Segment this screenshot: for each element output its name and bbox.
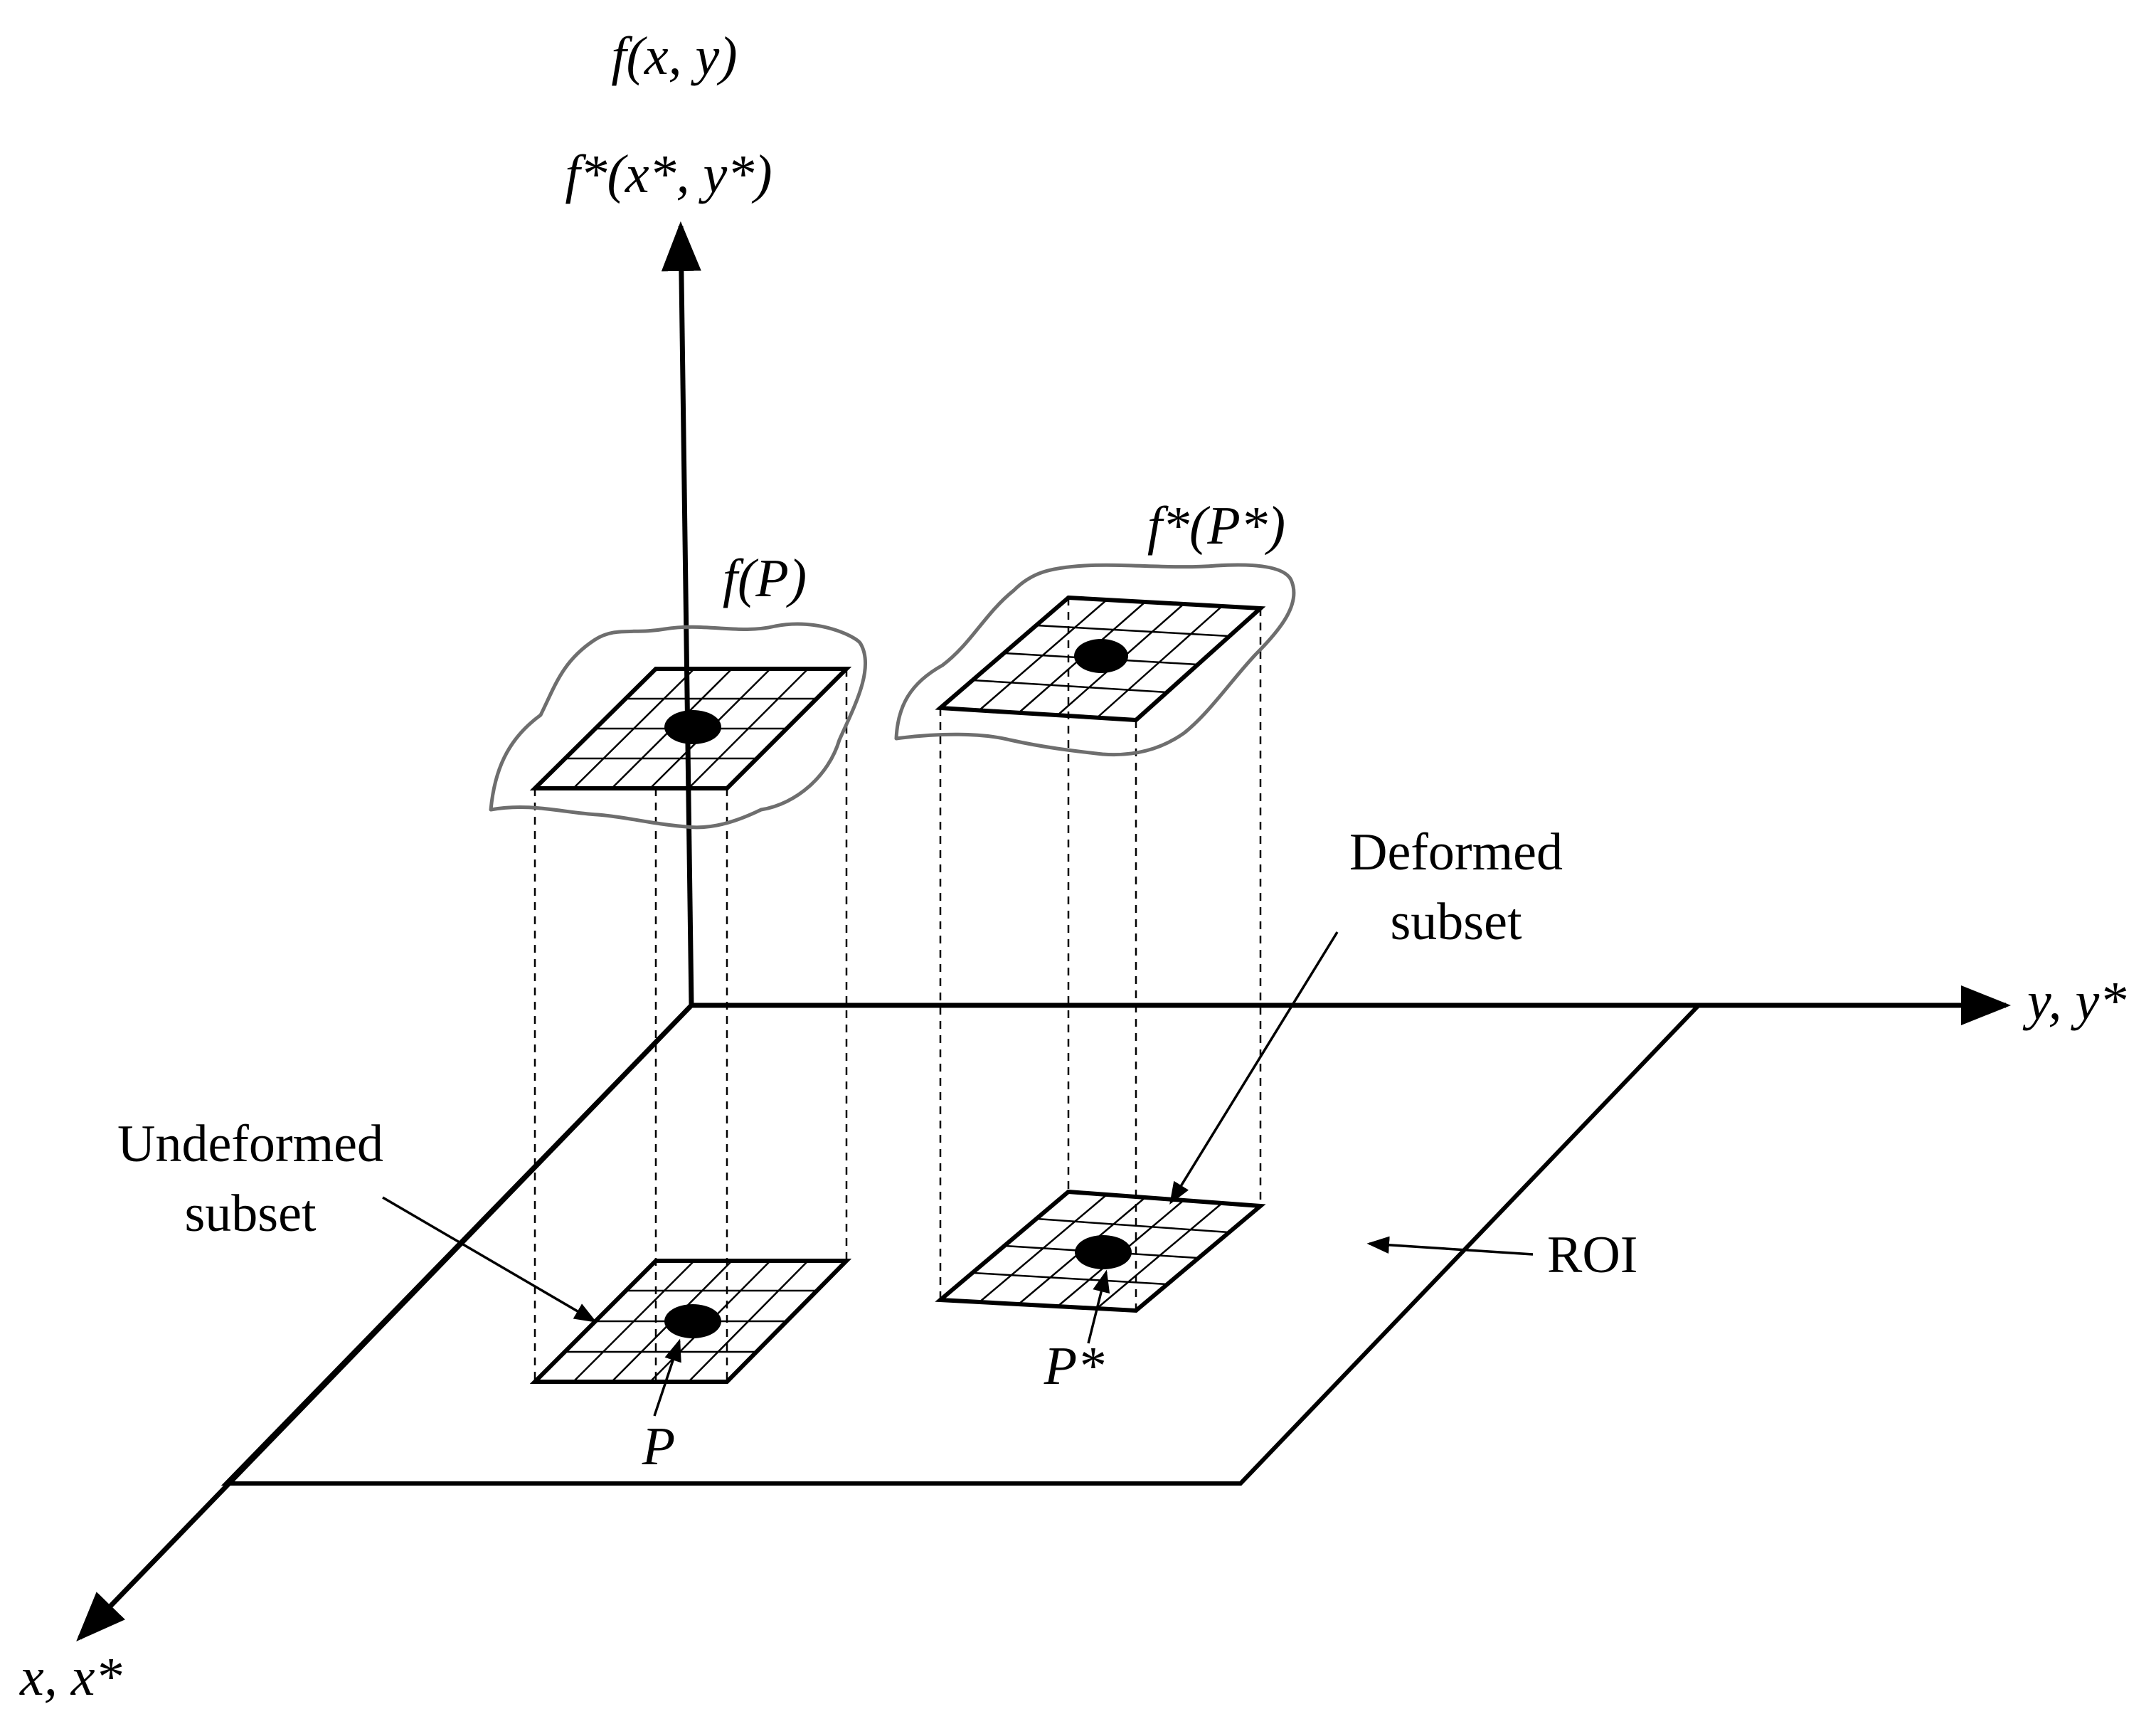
point-p-star-dot <box>1075 1235 1132 1269</box>
deformed-intensity-outline <box>894 563 1296 757</box>
lower-deformed-subset <box>935 1189 1266 1313</box>
z-axis-label-undeformed: f(x, y) <box>611 26 737 86</box>
undeformed-subset-label-line1: Undeformed <box>117 1115 383 1173</box>
z-axis <box>661 221 701 1006</box>
lower-undeformed-subset <box>529 1259 852 1384</box>
x-axis <box>76 1003 694 1642</box>
x-axis-label: x, x* <box>19 1647 122 1707</box>
upper-undeformed-subset <box>529 667 852 790</box>
undeformed-subset-label-line2: subset <box>185 1185 317 1243</box>
f-p-label: f(P) <box>723 549 807 608</box>
point-p-dot <box>664 1304 721 1338</box>
p-star-pointer-arrow <box>1087 1269 1110 1344</box>
f-star-p-star-label: f*(P*) <box>1147 496 1285 556</box>
p-star-label: P* <box>1044 1336 1104 1396</box>
undeformed-pointer-arrow <box>382 1196 598 1323</box>
deformed-pointer-arrow <box>1169 931 1339 1205</box>
y-axis-label: y, y* <box>2022 971 2126 1031</box>
roi-plane <box>221 1003 1704 1486</box>
z-axis-label-deformed: f*(x*, y*) <box>565 144 772 204</box>
deformed-subset-label-line1: Deformed <box>1349 823 1563 882</box>
upper-deformed-subset <box>935 595 1266 723</box>
undeformed-intensity-outline <box>489 622 868 830</box>
p-pointer-arrow <box>653 1338 681 1417</box>
roi-label: ROI <box>1547 1226 1637 1284</box>
p-label: P <box>642 1417 675 1476</box>
deformed-subset-label-line2: subset <box>1391 893 1522 951</box>
deformed-projection-lines <box>939 598 1262 1311</box>
roi-pointer-arrow <box>1366 1236 1534 1256</box>
